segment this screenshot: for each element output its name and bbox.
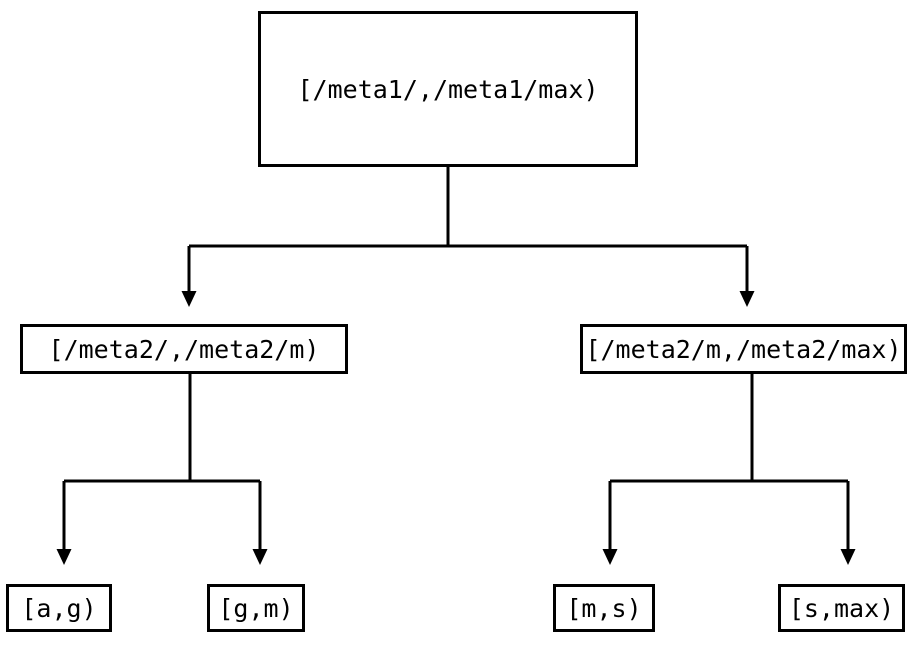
tree-node-leaf-g-m-label: [g,m) xyxy=(218,593,294,623)
tree-node-mid-right-label: [/meta2/m,/meta2/max) xyxy=(585,334,902,364)
tree-node-mid-right[interactable]: [/meta2/m,/meta2/max) xyxy=(580,324,907,374)
arrowhead-icon-leaf-s-max xyxy=(840,549,856,565)
arrowhead-icon-leaf-m-s xyxy=(602,549,618,565)
tree-node-mid-left[interactable]: [/meta2/,/meta2/m) xyxy=(20,324,348,374)
tree-node-mid-left-label: [/meta2/,/meta2/m) xyxy=(48,334,320,364)
tree-node-leaf-a-g[interactable]: [a,g) xyxy=(6,584,112,632)
arrowhead-icon-leaf-g-m xyxy=(252,549,268,565)
tree-node-leaf-m-s-label: [m,s) xyxy=(566,593,642,623)
arrowhead-icon-leaf-a-g xyxy=(56,549,72,565)
tree-node-leaf-s-max[interactable]: [s,max) xyxy=(778,584,905,632)
tree-node-root[interactable]: [/meta1/,/meta1/max) xyxy=(258,11,638,167)
arrowhead-icon-mid-right xyxy=(739,291,755,307)
tree-node-leaf-g-m[interactable]: [g,m) xyxy=(207,584,305,632)
arrowhead-icon-mid-left xyxy=(181,291,197,307)
tree-node-leaf-m-s[interactable]: [m,s) xyxy=(553,584,655,632)
tree-node-root-label: [/meta1/,/meta1/max) xyxy=(297,74,599,104)
tree-node-leaf-a-g-label: [a,g) xyxy=(21,593,97,623)
tree-node-leaf-s-max-label: [s,max) xyxy=(788,593,895,623)
